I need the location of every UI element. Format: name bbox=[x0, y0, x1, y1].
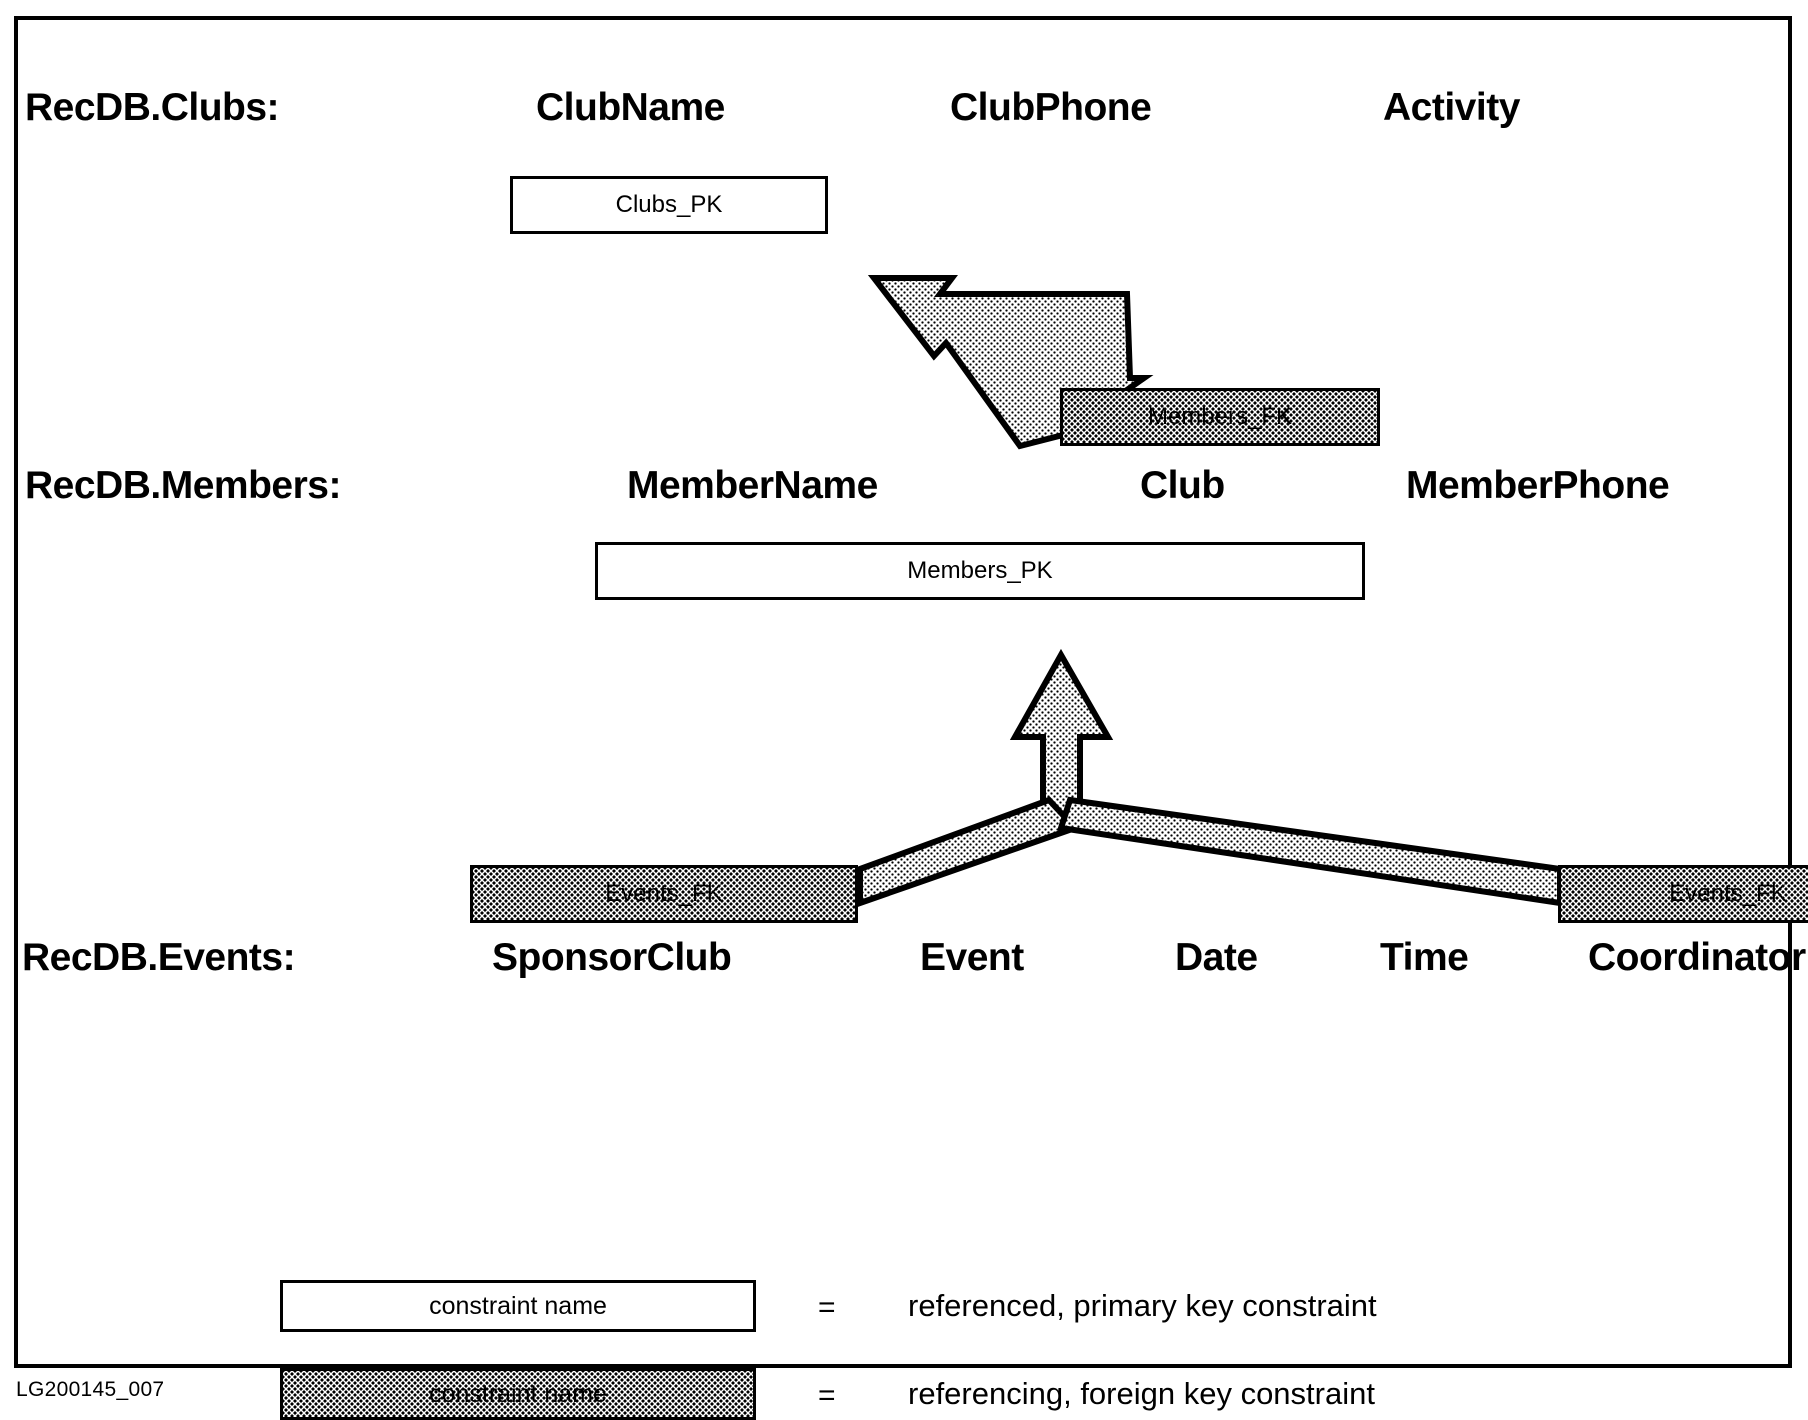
constraint-label-members-fk: Members_FK bbox=[1147, 403, 1293, 430]
column-date: Date bbox=[1175, 936, 1258, 979]
table-label-members: RecDB.Members: bbox=[25, 464, 341, 507]
legend-swatch-foreign-key: constraint name bbox=[280, 1368, 756, 1420]
constraint-box-events-fk-right[interactable]: Events_FK bbox=[1558, 865, 1808, 923]
legend-description-pk: referenced, primary key constraint bbox=[908, 1288, 1377, 1323]
constraint-box-events-fk-left[interactable]: Events_FK bbox=[470, 865, 858, 923]
constraint-label-clubs-pk: Clubs_PK bbox=[615, 191, 723, 218]
column-sponsorclub: SponsorClub bbox=[492, 936, 732, 979]
legend-equals-pk: = bbox=[818, 1291, 836, 1324]
diagram-frame bbox=[14, 16, 1792, 1368]
legend-description-fk: referencing, foreign key constraint bbox=[908, 1376, 1375, 1411]
column-memberphone: MemberPhone bbox=[1406, 464, 1670, 507]
column-event: Event bbox=[920, 936, 1024, 979]
table-label-clubs: RecDB.Clubs: bbox=[25, 86, 280, 129]
column-activity: Activity bbox=[1383, 86, 1520, 129]
column-time: Time bbox=[1380, 936, 1469, 979]
figure-id-label: LG200145_007 bbox=[16, 1378, 165, 1401]
column-membername: MemberName bbox=[627, 464, 878, 507]
constraint-box-members-fk[interactable]: Members_FK bbox=[1060, 388, 1380, 446]
constraint-label-members-pk: Members_PK bbox=[907, 557, 1053, 584]
constraint-box-members-pk[interactable]: Members_PK bbox=[595, 542, 1365, 600]
table-label-events: RecDB.Events: bbox=[22, 936, 296, 979]
column-clubname: ClubName bbox=[536, 86, 725, 129]
constraint-box-clubs-pk[interactable]: Clubs_PK bbox=[510, 176, 828, 234]
constraint-label-events-fk-right: Events_FK bbox=[1669, 880, 1787, 907]
constraint-label-events-fk-left: Events_FK bbox=[605, 880, 723, 907]
column-clubphone: ClubPhone bbox=[950, 86, 1152, 129]
column-coordinator: Coordinator bbox=[1588, 936, 1806, 979]
column-club: Club bbox=[1140, 464, 1225, 507]
legend-equals-fk: = bbox=[818, 1379, 836, 1412]
legend-swatch-label-pk: constraint name bbox=[429, 1291, 607, 1320]
legend-swatch-label-fk: constraint name bbox=[429, 1379, 607, 1408]
legend-swatch-primary-key: constraint name bbox=[280, 1280, 756, 1332]
